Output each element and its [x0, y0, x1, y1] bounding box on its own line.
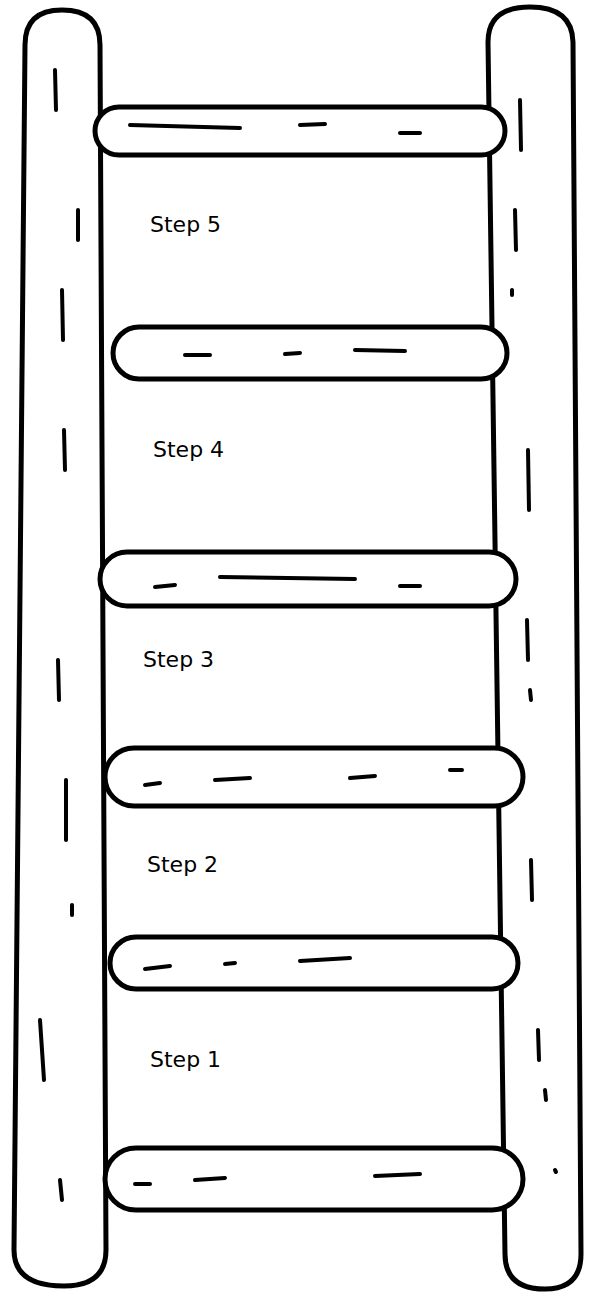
- ladder-rung: [100, 552, 516, 606]
- ladder-rung: [105, 748, 523, 806]
- step-label: Step 1: [150, 1047, 221, 1073]
- right-rail: [488, 7, 581, 1289]
- wood-grain: [40, 70, 556, 1200]
- ladder-rung: [95, 107, 505, 155]
- ladder-rung: [105, 1148, 523, 1210]
- left-rail: [14, 10, 106, 1286]
- step-label: Step 2: [147, 852, 218, 878]
- step-label: Step 5: [150, 212, 221, 238]
- step-label: Step 3: [143, 647, 214, 673]
- ladder-rung: [113, 327, 507, 379]
- ladder-rung: [110, 937, 518, 989]
- step-label: Step 4: [153, 437, 224, 463]
